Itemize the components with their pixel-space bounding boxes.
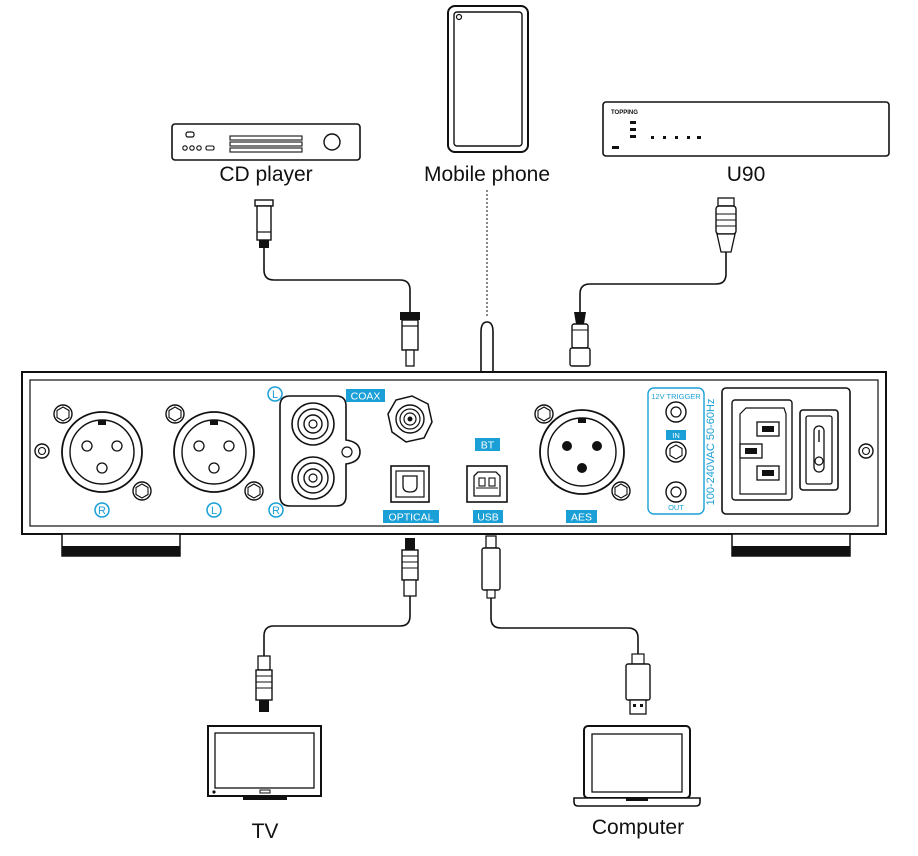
aes-cable — [569, 197, 737, 367]
tv-label: TV — [252, 820, 279, 843]
u90-brand-logo: TOPPING — [611, 110, 638, 116]
computer-label: Computer — [592, 816, 684, 839]
tv-device — [207, 725, 322, 800]
xlr-right-mark: R — [98, 505, 106, 517]
xlr-right-output — [53, 404, 152, 501]
xlr-left-output — [165, 404, 264, 501]
rca-right-mark: R — [272, 505, 280, 517]
rca-output-pair — [279, 395, 361, 507]
coax-cable — [254, 199, 420, 367]
coax-input — [387, 395, 433, 443]
coax-label: COAX — [351, 391, 381, 403]
trigger-out-label: OUT — [668, 503, 684, 512]
aes-label: AES — [571, 512, 592, 524]
trigger-panel — [647, 387, 705, 515]
aes-input — [534, 404, 631, 501]
mobile-phone-label: Mobile phone — [424, 163, 550, 186]
rca-left-mark: L — [272, 389, 278, 401]
usb-label: USB — [477, 512, 499, 524]
computer-device — [573, 725, 701, 807]
power-switch — [799, 409, 839, 491]
trigger-in-label: IN — [672, 431, 680, 440]
cd-player-device — [171, 123, 361, 161]
mobile-phone-device — [447, 5, 529, 153]
usb-input — [466, 465, 508, 503]
cd-player-label: CD player — [219, 163, 312, 186]
optical-label: OPTICAL — [389, 512, 434, 524]
optical-input — [390, 465, 430, 503]
u90-device: TOPPING — [602, 101, 890, 157]
xlr-left-mark: L — [211, 505, 217, 517]
power-rating-label: 100-240VAC 50-60Hz — [705, 399, 717, 506]
optical-cable — [255, 538, 419, 712]
trigger-label: 12V TRIGGER — [651, 392, 701, 401]
usb-cable — [481, 535, 651, 715]
bt-label: BT — [481, 440, 495, 452]
u90-label: U90 — [727, 163, 766, 186]
